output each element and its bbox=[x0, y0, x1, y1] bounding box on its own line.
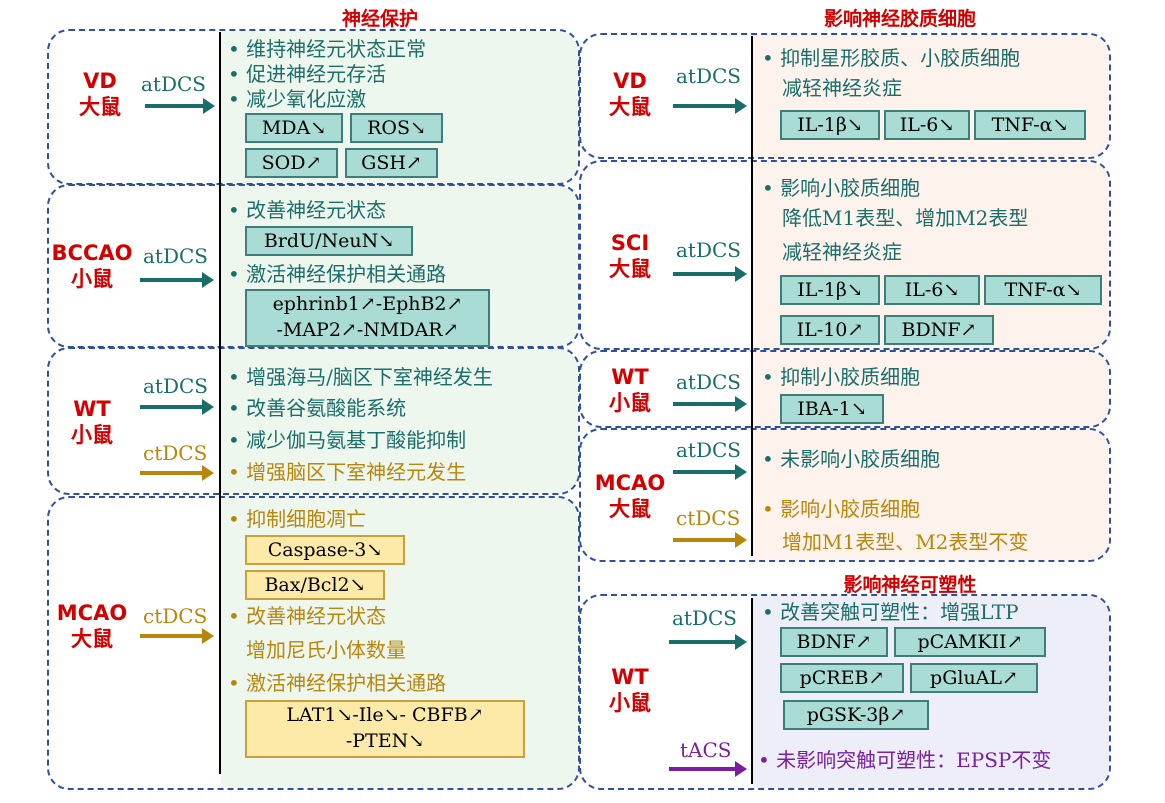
title-neuroprotection: 神经保护 bbox=[341, 8, 418, 30]
stim-ctdcs-label: ctDCS bbox=[143, 441, 208, 465]
divider-line bbox=[219, 32, 221, 774]
marker-box: ephrinb1↗-EphB2↗-MAP2↗-NMDAR↗ bbox=[245, 289, 490, 347]
stim-ctdcs-label: ctDCS bbox=[143, 604, 208, 628]
arrow-atdcs bbox=[145, 98, 215, 114]
marker-box: BrdU/NeuN↘ bbox=[245, 226, 413, 256]
text-line: 改善谷氨酸能系统 bbox=[228, 396, 406, 420]
marker-box: pCREB↗ bbox=[780, 663, 904, 693]
marker-box: BDNF↗ bbox=[780, 627, 888, 657]
text-line: 改善神经元状态 bbox=[228, 604, 386, 628]
stim-atdcs-label: atDCS bbox=[676, 64, 741, 88]
text-line: 激活神经保护相关通路 bbox=[228, 671, 446, 695]
text-line: 减轻神经炎症 bbox=[782, 76, 902, 100]
title-glia: 影响神经胶质细胞 bbox=[823, 8, 976, 30]
marker-box: TNF-α↘ bbox=[974, 110, 1086, 140]
text-line: 增强脑区下室神经元发生 bbox=[228, 460, 466, 484]
arrow-atdcs bbox=[673, 396, 747, 412]
marker-box: IL-6↘ bbox=[884, 110, 970, 140]
text-line: 影响小胶质细胞 bbox=[762, 176, 920, 200]
stim-atdcs-label: atDCS bbox=[676, 438, 741, 462]
text-line: 降低M1表型、增加M2表型 bbox=[782, 206, 1029, 230]
text-line: 增强海马/脑区下室神经发生 bbox=[228, 365, 493, 389]
text-line: 抑制小胶质细胞 bbox=[762, 365, 920, 389]
arrow-atdcs bbox=[140, 272, 214, 288]
stim-atdcs-label: atDCS bbox=[143, 374, 208, 398]
marker-box: ROS↘ bbox=[350, 113, 443, 143]
text-line: 抑制星形胶质、小胶质细胞 bbox=[762, 46, 1020, 70]
marker-box: SOD↗ bbox=[245, 148, 338, 178]
stim-atdcs-label: atDCS bbox=[141, 72, 206, 96]
text-line: 减少氧化应激 bbox=[228, 87, 366, 111]
marker-box: pCAMKII↗ bbox=[894, 627, 1046, 657]
text-line: 激活神经保护相关通路 bbox=[228, 262, 446, 286]
text-line: 影响小胶质细胞 bbox=[762, 497, 920, 521]
marker-box: IL-1β↘ bbox=[780, 110, 880, 140]
text-line: 减轻神经炎症 bbox=[782, 240, 902, 264]
marker-box: TNF-α↘ bbox=[984, 275, 1102, 305]
arrow-atdcs bbox=[673, 464, 747, 480]
marker-box: MDA↘ bbox=[245, 113, 343, 143]
text-line: 未影响小胶质细胞 bbox=[762, 447, 940, 471]
marker-box: IL-10↗ bbox=[780, 315, 880, 345]
stim-atdcs-label: atDCS bbox=[676, 238, 741, 262]
title-plasticity: 影响神经可塑性 bbox=[843, 574, 977, 596]
arrow-ctdcs bbox=[673, 532, 747, 548]
text-line: 抑制细胞凋亡 bbox=[228, 507, 366, 531]
stim-tacs-label: tACS bbox=[680, 738, 732, 762]
text-line: 未影响突触可塑性：EPSP不变 bbox=[758, 748, 1051, 772]
marker-box: Bax/Bcl2↘ bbox=[245, 570, 385, 600]
arrow-atdcs bbox=[673, 98, 747, 114]
arrow-ctdcs bbox=[140, 465, 214, 481]
divider-line bbox=[751, 36, 753, 556]
stim-atdcs-label: atDCS bbox=[676, 370, 741, 394]
arrow-atdcs bbox=[669, 634, 747, 650]
text-line: 减少伽马氨基丁酸能抑制 bbox=[228, 428, 466, 452]
marker-box: Caspase-3↘ bbox=[245, 535, 405, 565]
text-line: 增加M1表型、M2表型不变 bbox=[782, 530, 1029, 554]
marker-box: IL-6↘ bbox=[884, 275, 980, 305]
marker-box: LAT1↘-Ile↘- CBFB↗-PTEN↘ bbox=[245, 700, 525, 758]
arrow-atdcs bbox=[673, 266, 747, 282]
marker-box: BDNF↗ bbox=[884, 315, 994, 345]
arrow-atdcs bbox=[140, 399, 214, 415]
marker-box: IL-1β↘ bbox=[780, 275, 880, 305]
marker-box: pGSK-3β↗ bbox=[783, 700, 929, 730]
text-line: 增加尼氏小体数量 bbox=[246, 638, 406, 662]
stim-atdcs-label: atDCS bbox=[143, 244, 208, 268]
text-line: 促进神经元存活 bbox=[228, 62, 386, 86]
text-line: 改善突触可塑性：增强LTP bbox=[762, 600, 1018, 624]
text-line: 维持神经元状态正常 bbox=[228, 37, 426, 61]
stim-ctdcs-label: ctDCS bbox=[676, 506, 741, 530]
text-line: 改善神经元状态 bbox=[228, 198, 386, 222]
arrow-ctdcs bbox=[140, 628, 214, 644]
marker-box: GSH↗ bbox=[345, 148, 438, 178]
stim-atdcs-label: atDCS bbox=[672, 606, 737, 630]
arrow-tacs bbox=[669, 761, 747, 777]
marker-box: IBA-1↘ bbox=[780, 394, 884, 424]
marker-box: pGluAL↗ bbox=[910, 663, 1038, 693]
divider-line bbox=[751, 598, 753, 784]
